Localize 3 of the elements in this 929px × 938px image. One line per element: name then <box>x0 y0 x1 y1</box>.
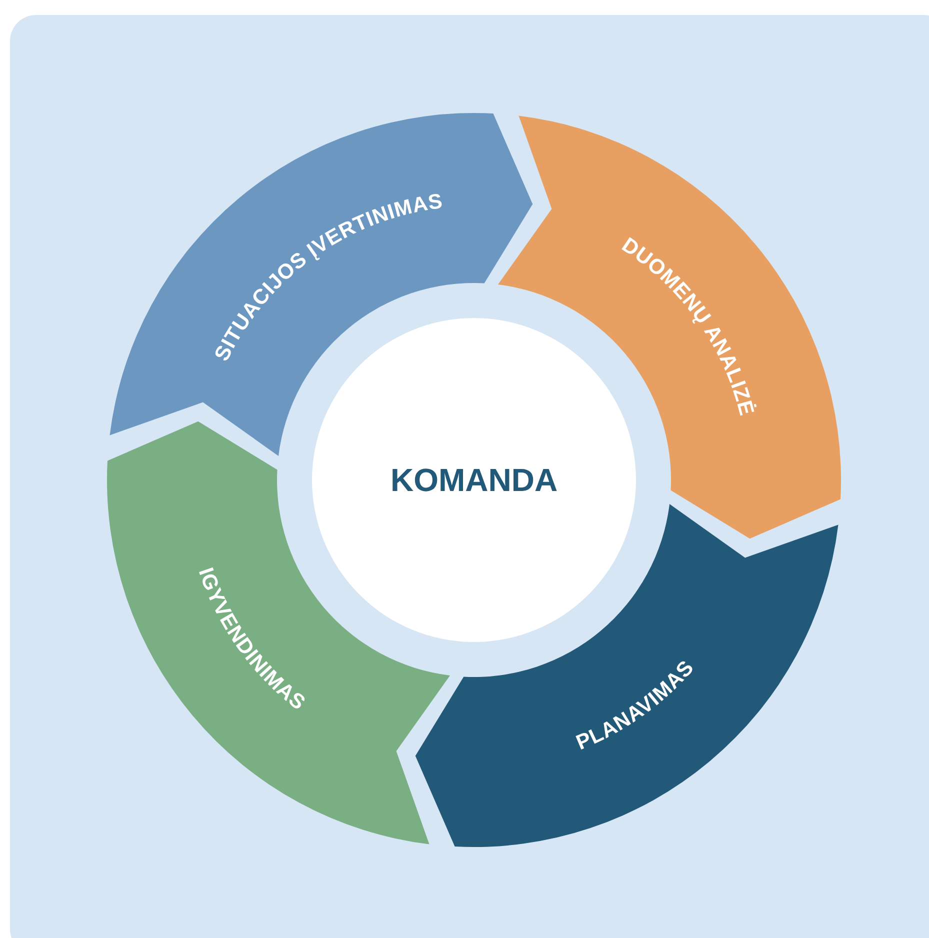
arrow-segment <box>110 114 533 456</box>
center-label: KOMANDA <box>390 462 558 498</box>
arrow-segment <box>415 504 838 846</box>
